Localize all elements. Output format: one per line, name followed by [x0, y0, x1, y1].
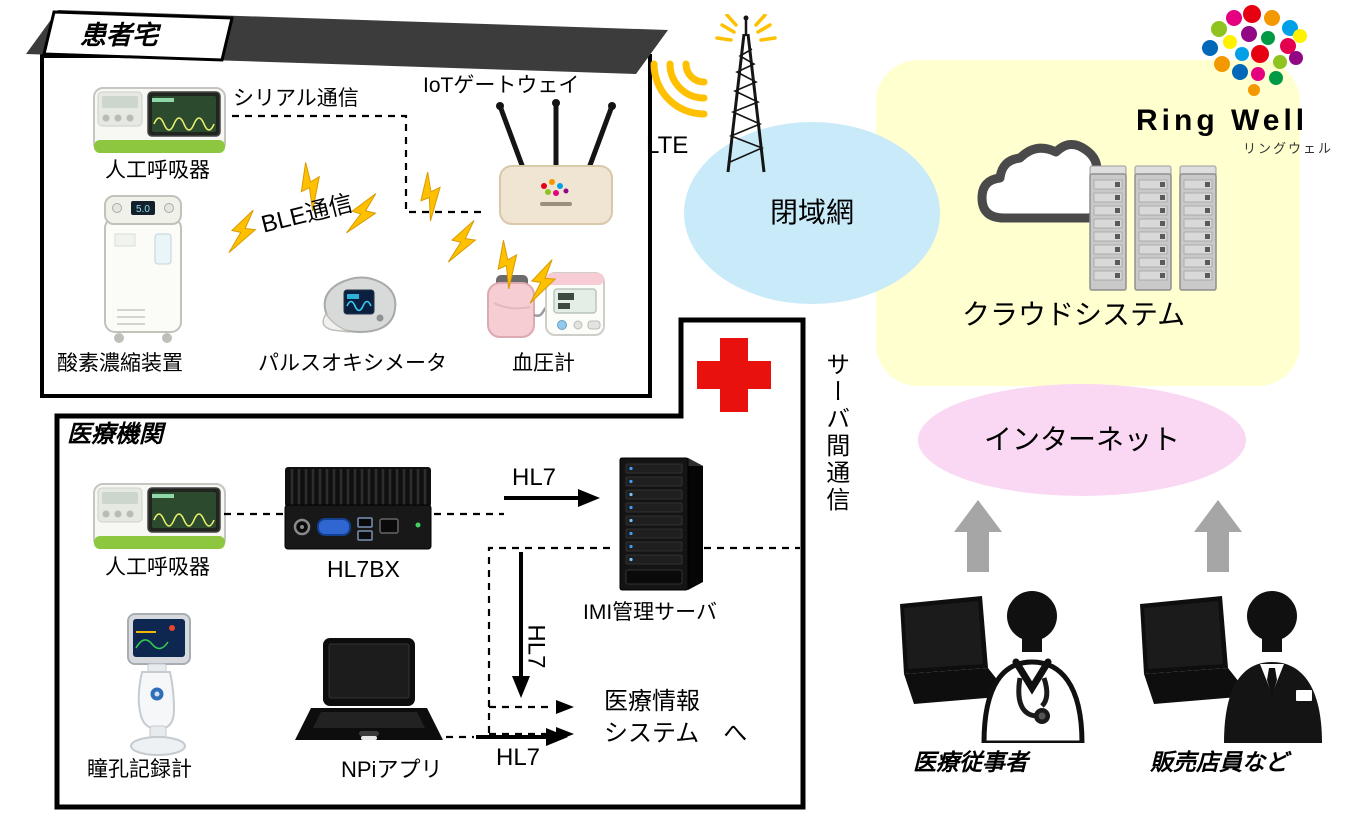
cloud-system-panel: [876, 60, 1300, 386]
pulse-oximeter-label: パルスオキシメータ: [258, 352, 447, 375]
red-cross-icon: [697, 338, 771, 412]
oxygen-concentrator-label: 酸素濃縮装置: [57, 352, 183, 375]
server-racks-icon: [1089, 165, 1217, 291]
gateway-logo-dots: [541, 179, 569, 196]
up-arrow-medical-staff: [954, 500, 1002, 572]
ventilator-label-medical: 人工呼吸器: [105, 556, 210, 579]
closed-network-label: 閉域網: [769, 197, 854, 229]
pupil-recorder-icon: [127, 613, 191, 756]
blood-pressure-monitor-icon: [487, 272, 605, 338]
rack-tower: [1089, 165, 1127, 291]
sales-staff-label: 販売店員など: [1150, 749, 1288, 775]
hl7-label-top: HL7: [512, 464, 557, 491]
lte-signal-waves-icon: [650, 60, 708, 118]
pulse-oximeter-icon: [322, 276, 397, 334]
medical-staff-figure-icon: [900, 591, 1085, 743]
imi-server-label: IMI管理サーバ: [583, 601, 717, 624]
antenna-tower-icon: [715, 14, 777, 173]
npi-app-label: NPiアプリ: [341, 757, 443, 782]
ventilator-label-home: 人工呼吸器: [105, 159, 210, 182]
necktie-icon: [1267, 668, 1277, 696]
cloud-system-label: クラウドシステム: [962, 299, 1186, 330]
sales-staff-figure-icon: [1140, 591, 1322, 743]
lte-label: LTE: [646, 132, 689, 159]
iot-gateway-icon: [496, 99, 616, 225]
iot-gateway-label: IoTゲートウェイ: [423, 74, 580, 97]
serial-comm-label: シリアル通信: [233, 87, 359, 110]
ringwell-logo-text: Ring Well: [1136, 104, 1309, 137]
oxygen-concentrator-icon: 5.0: [104, 195, 182, 343]
patient-home-title: 患者宅: [80, 20, 159, 50]
blood-pressure-label: 血圧計: [512, 352, 575, 375]
medical-info-line2: システム へ: [604, 720, 748, 747]
medinfo-dashed-arrow-1: [489, 700, 574, 714]
medical-staff-label: 医療従事者: [913, 749, 1028, 775]
ringwell-kana: リングウェル: [1243, 141, 1334, 156]
server-branch-line: [487, 546, 610, 734]
imi-server-icon: [619, 457, 703, 591]
npi-laptop-icon: [295, 638, 443, 740]
badge-icon: [1296, 690, 1312, 701]
hl7bx-label: HL7BX: [327, 556, 400, 582]
hl7-label-vertical: HL7: [522, 624, 550, 669]
server-comm-label: サーバ間通信: [821, 352, 849, 514]
medinfo-dashed-arrow-2: [489, 727, 574, 741]
up-arrow-sales-staff: [1194, 500, 1242, 572]
oxygen-flow-value: 5.0: [136, 204, 150, 215]
ventilator-icon: [93, 87, 226, 153]
tower-flash-icon: [715, 14, 777, 42]
closed-network-ellipse: 閉域網: [684, 122, 940, 304]
medical-info-line1: 医療情報: [604, 688, 700, 715]
hl7bx-device-icon: [284, 467, 432, 550]
rack-tower: [1179, 165, 1217, 291]
pupil-recorder-label: 瞳孔記録計: [87, 758, 192, 781]
ventilator-icon: [93, 483, 226, 549]
server-slots: [625, 463, 683, 565]
internet-ellipse: インターネット: [918, 384, 1246, 496]
internet-label: インターネット: [983, 424, 1180, 456]
ringwell-logo-balloons-icon: [1202, 5, 1307, 96]
rack-tower: [1134, 165, 1172, 291]
hl7-label-bottom: HL7: [496, 744, 541, 771]
medical-institution-title: 医療機関: [67, 421, 163, 448]
